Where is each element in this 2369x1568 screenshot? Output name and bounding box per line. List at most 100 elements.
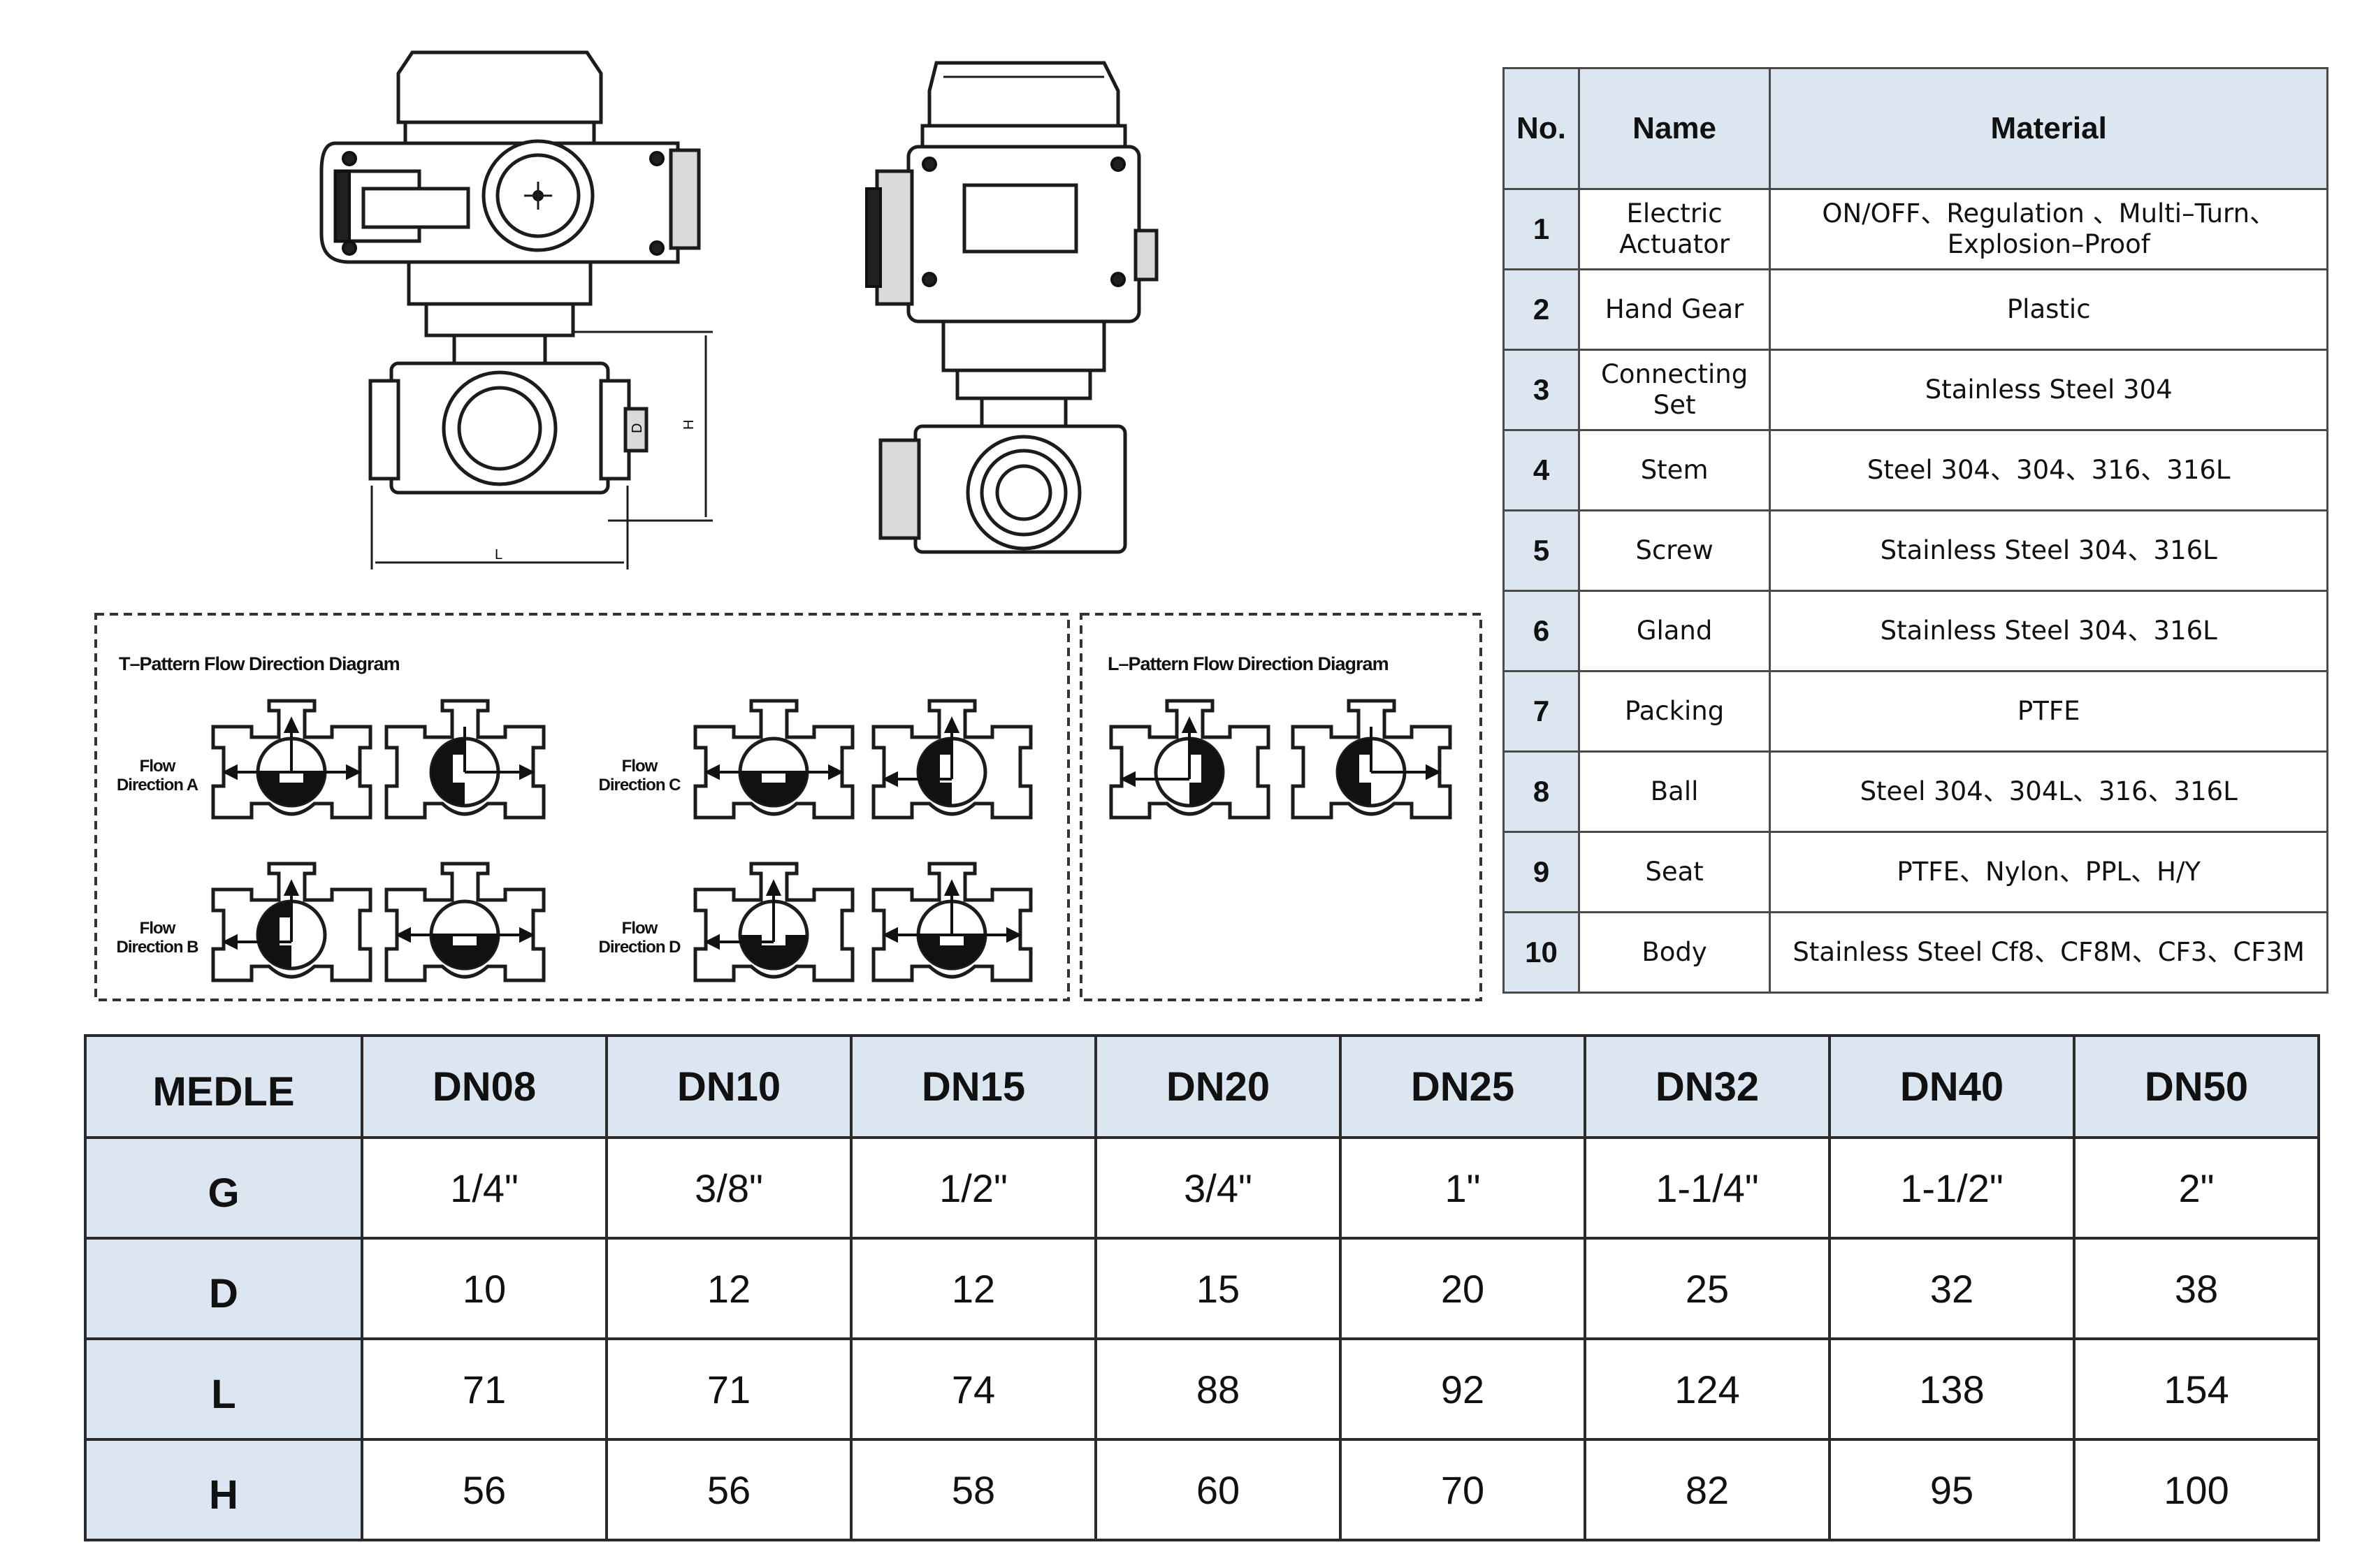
dims-cell: 58: [850, 1438, 1097, 1541]
dims-col-header: DN40: [1828, 1034, 2075, 1139]
valve-symbol-icon: [1109, 699, 1270, 820]
dims-col-header: DN20: [1094, 1034, 1342, 1139]
dims-cell: 71: [361, 1337, 608, 1441]
dims-corner-label: MEDLE: [84, 1034, 363, 1139]
valve-symbol-icon: [211, 862, 372, 982]
parts-cell-name: Electric Actuator: [1577, 188, 1772, 270]
flow-direction-c-line2: Direction C: [598, 776, 681, 794]
parts-cell-name: Seat: [1577, 831, 1772, 913]
dims-cell: 2": [2073, 1136, 2320, 1240]
parts-cell-no: 10: [1502, 911, 1580, 994]
flow-direction-a-line1: Flow: [139, 757, 176, 776]
dims-cell: 1": [1339, 1136, 1586, 1240]
flow-direction-c-line1: Flow: [621, 757, 658, 776]
dims-cell: 15: [1094, 1237, 1342, 1340]
dims-cell: 20: [1339, 1237, 1586, 1340]
parts-cell-name: Body: [1577, 911, 1772, 994]
dims-cell: 1-1/2": [1828, 1136, 2075, 1240]
parts-cell-material: PTFE、Nylon、PPL、H/Y: [1769, 831, 2329, 913]
dims-cell: 1/2": [850, 1136, 1097, 1240]
dims-cell: 3/4": [1094, 1136, 1342, 1240]
parts-header-material: Material: [1769, 67, 2329, 190]
parts-cell-no: 9: [1502, 831, 1580, 913]
parts-cell-no: 8: [1502, 750, 1580, 833]
parts-cell-name: Stem: [1577, 429, 1772, 511]
parts-cell-name: Packing: [1577, 670, 1772, 753]
valve-symbol-icon: [693, 699, 855, 820]
t-pattern-flow-diagram-title: T–Pattern Flow Direction Diagram: [119, 653, 400, 674]
dims-cell: 10: [361, 1237, 608, 1340]
parts-cell-name: Hand Gear: [1577, 268, 1772, 351]
parts-header-no: No.: [1502, 67, 1580, 190]
dims-cell: 154: [2073, 1337, 2320, 1441]
dims-col-header: DN50: [2073, 1034, 2320, 1139]
dims-col-header: DN25: [1339, 1034, 1586, 1139]
dims-cell: 124: [1584, 1337, 1831, 1441]
parts-cell-no: 1: [1502, 188, 1580, 270]
dims-row-label: D: [84, 1237, 363, 1340]
parts-cell-no: 4: [1502, 429, 1580, 511]
dims-cell: 71: [605, 1337, 853, 1441]
valve-symbol-icon: [384, 862, 546, 982]
dims-cell: 92: [1339, 1337, 1586, 1441]
parts-cell-material: Stainless Steel 304、316L: [1769, 509, 2329, 592]
flow-direction-d-label: Flow Direction D: [594, 919, 685, 957]
dims-row-label: H: [84, 1438, 363, 1541]
flow-direction-a-line2: Direction A: [116, 776, 198, 794]
valve-symbol-icon: [693, 862, 855, 982]
flow-direction-b-line2: Direction B: [116, 938, 198, 957]
flow-direction-a-label: Flow Direction A: [112, 757, 203, 794]
parts-cell-material: ON/OFF、Regulation 、Multi–Turn、Explosion–…: [1769, 188, 2329, 270]
dims-cell: 32: [1828, 1237, 2075, 1340]
parts-cell-no: 2: [1502, 268, 1580, 351]
dims-row-label: L: [84, 1337, 363, 1441]
dimension-l-label: L: [495, 547, 502, 562]
dims-cell: 60: [1094, 1438, 1342, 1541]
dims-col-header: DN15: [850, 1034, 1097, 1139]
dimension-h-label: H: [681, 420, 697, 430]
parts-cell-material: Steel 304、304、316、316L: [1769, 429, 2329, 511]
dims-col-header: DN08: [361, 1034, 608, 1139]
parts-header-name: Name: [1577, 67, 1772, 190]
valve-symbol-icon: [871, 862, 1033, 982]
dimension-d-label: D: [630, 423, 645, 433]
dims-col-header: DN10: [605, 1034, 853, 1139]
dims-cell: 25: [1584, 1237, 1831, 1340]
valve-symbol-icon: [384, 699, 546, 820]
dims-cell: 1-1/4": [1584, 1136, 1831, 1240]
parts-cell-name: Connecting Set: [1577, 349, 1772, 431]
flow-direction-d-line2: Direction D: [598, 938, 681, 957]
l-pattern-flow-diagram-title: L–Pattern Flow Direction Diagram: [1108, 653, 1389, 674]
l-pattern-flow-diagram-box: [1080, 613, 1482, 1001]
flow-direction-b-label: Flow Direction B: [112, 919, 203, 957]
dims-cell: 100: [2073, 1438, 2320, 1541]
dims-cell: 1/4": [361, 1136, 608, 1240]
dims-cell: 138: [1828, 1337, 2075, 1441]
dims-header-row: MEDLE DN08 DN10 DN15 DN20 DN25 DN32 DN40…: [84, 1034, 2320, 1139]
dims-cell: 56: [605, 1438, 853, 1541]
dims-cell: 56: [361, 1438, 608, 1541]
dims-cell: 88: [1094, 1337, 1342, 1441]
valve-side-view-drawing: [865, 61, 1159, 554]
dims-col-header: DN32: [1584, 1034, 1831, 1139]
parts-cell-material: Stainless Steel 304、316L: [1769, 590, 2329, 672]
parts-cell-material: Plastic: [1769, 268, 2329, 351]
parts-cell-material: Steel 304、304L、316、316L: [1769, 750, 2329, 833]
flow-direction-d-line1: Flow: [621, 919, 658, 938]
parts-cell-name: Gland: [1577, 590, 1772, 672]
dims-cell: 74: [850, 1337, 1097, 1441]
dims-cell: 12: [605, 1237, 853, 1340]
parts-header-row: No. Name Material: [1502, 67, 2329, 190]
parts-cell-no: 5: [1502, 509, 1580, 592]
